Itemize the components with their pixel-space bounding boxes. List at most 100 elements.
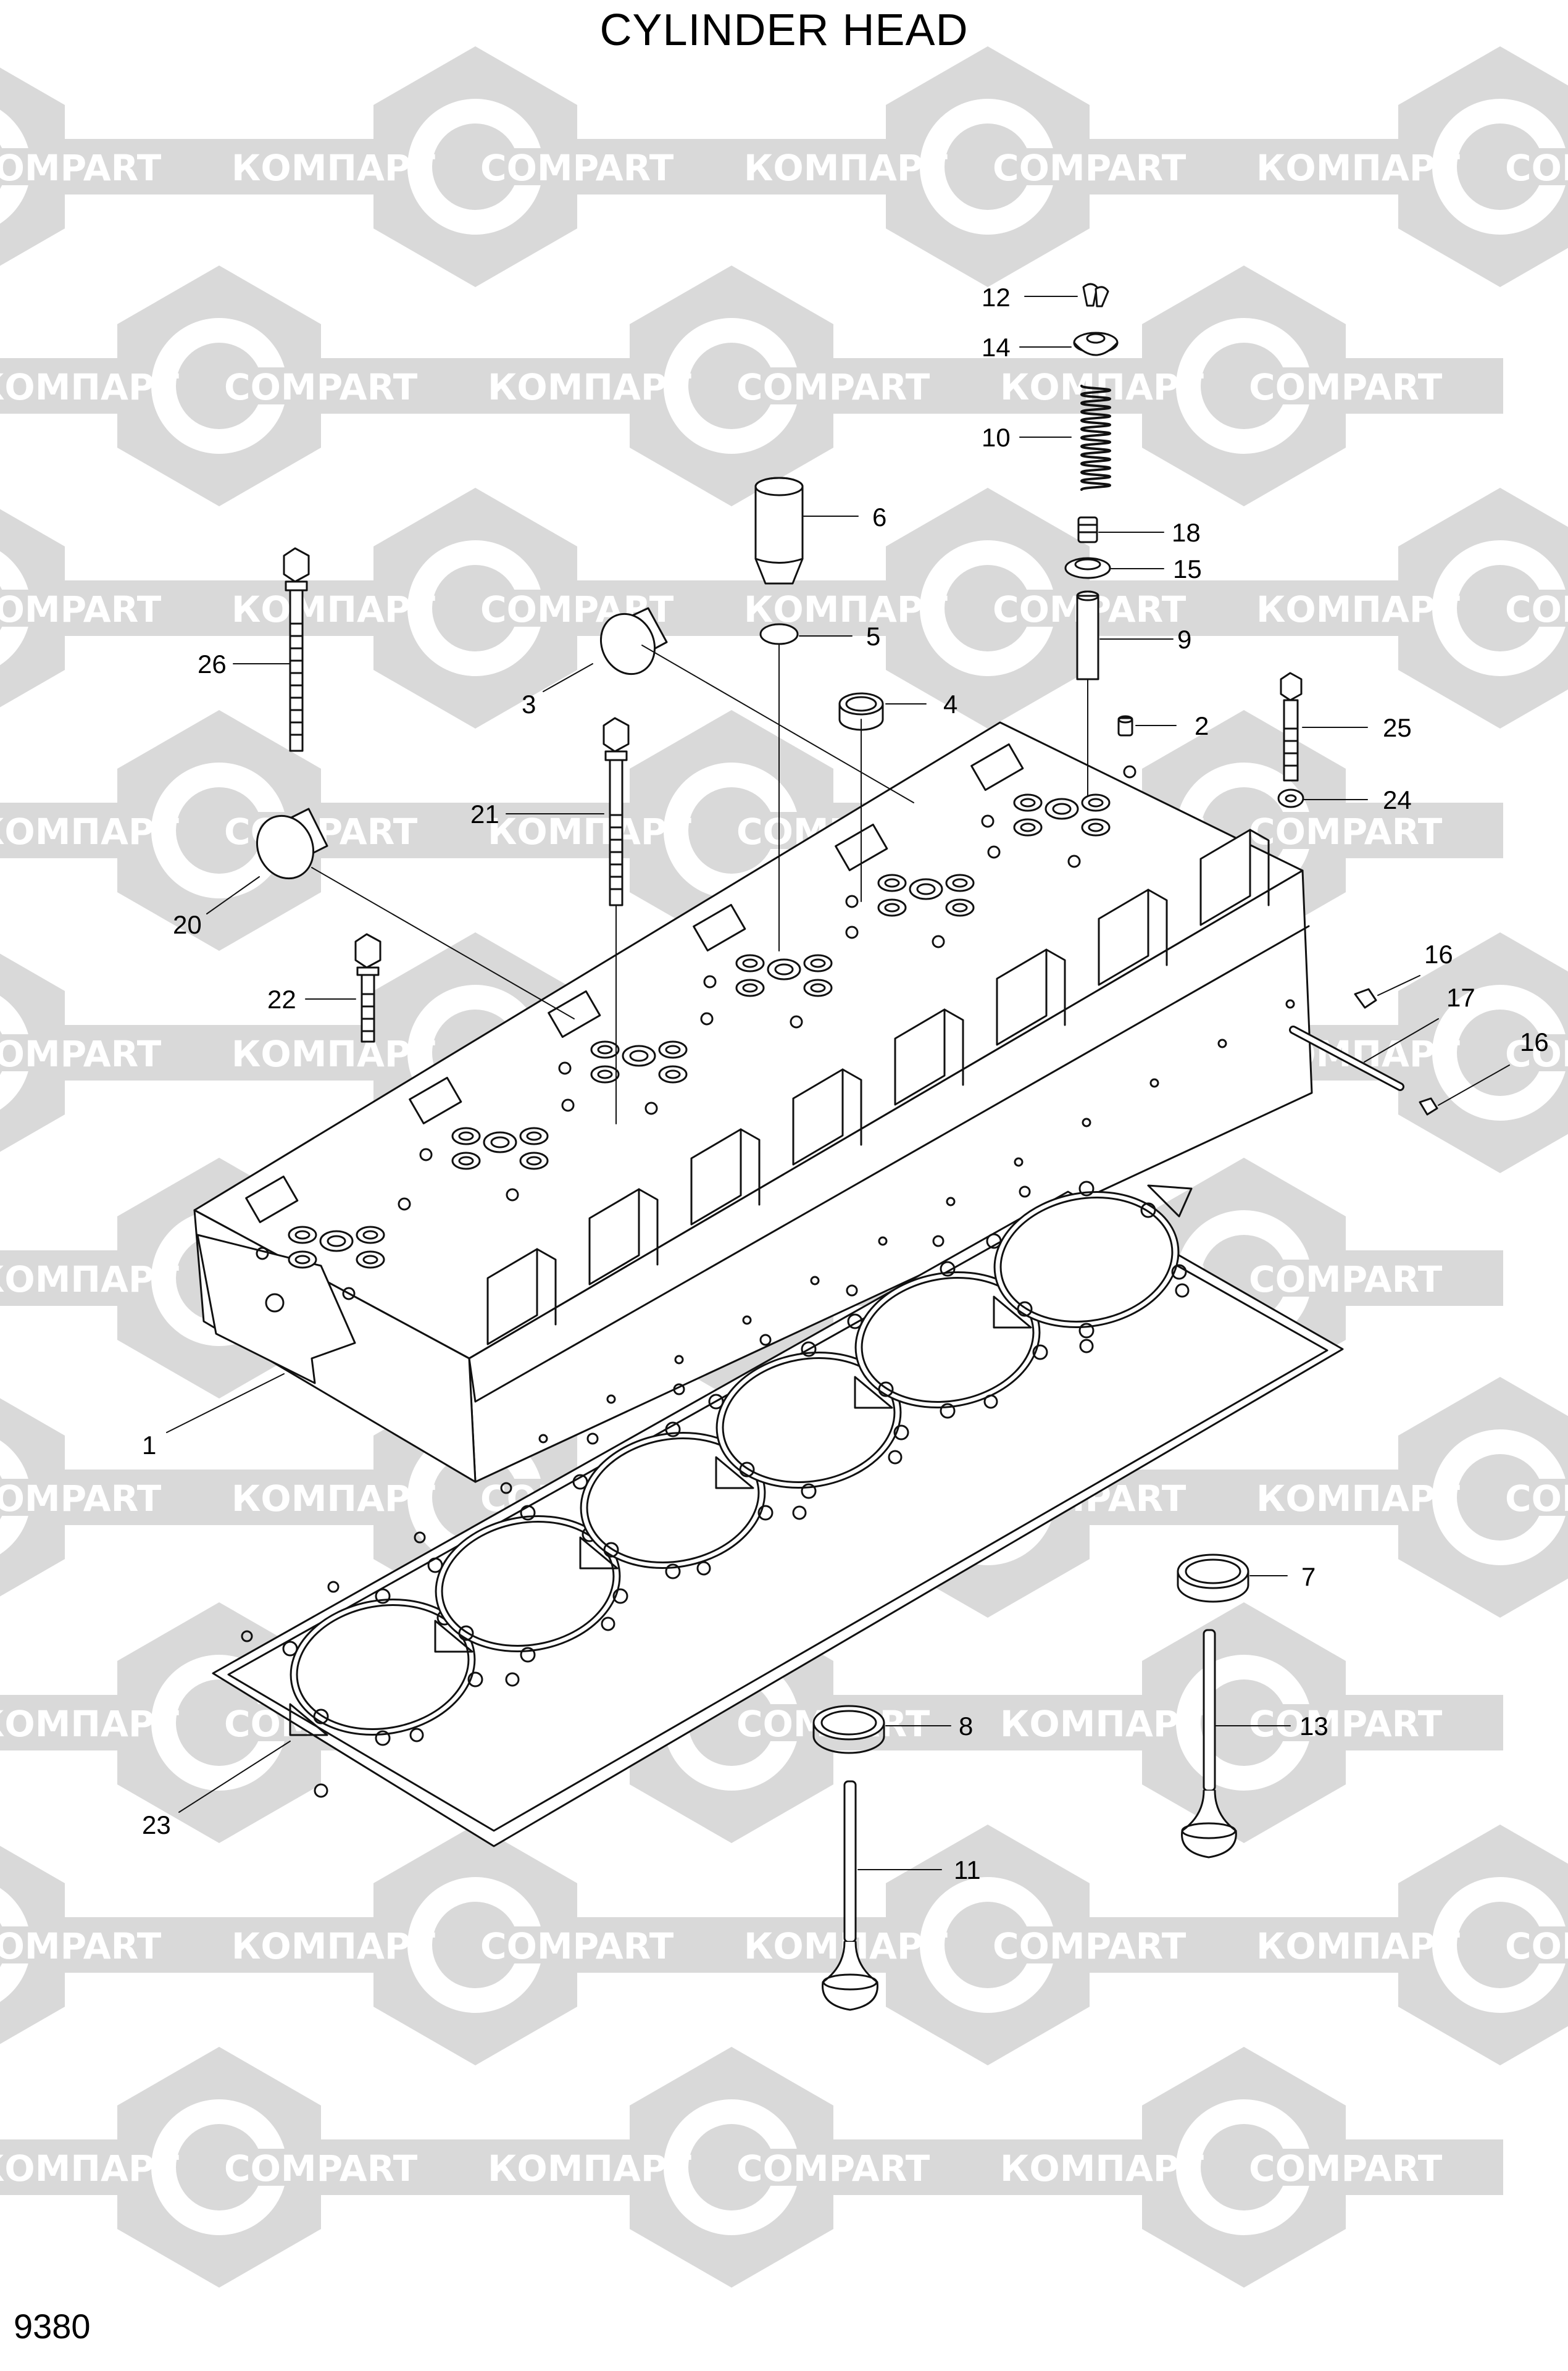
callout-3: 3	[522, 690, 536, 719]
watermark-text-en: COMPART	[736, 2147, 930, 2189]
callout-4: 4	[943, 690, 957, 719]
watermark-text-ru: КОМПАРТ	[1256, 588, 1460, 630]
watermark-text-ru: КОМПАРТ	[744, 147, 948, 189]
seat-insert-8	[812, 1705, 885, 1754]
watermark-text-ru: КОМПАРТ	[1000, 1703, 1204, 1745]
watermark-text-ru: КОМПАРТ	[0, 811, 179, 853]
callout-14: 14	[982, 333, 1011, 362]
bolt-25	[1280, 672, 1303, 782]
valve-13	[1181, 1629, 1237, 1859]
sleeve-6	[754, 477, 804, 585]
spring-10	[1080, 385, 1111, 491]
watermark-tile: КОМПАРТ COMPART	[0, 266, 478, 506]
dowel-2	[1117, 715, 1133, 737]
watermark-text-en: COMPART	[1505, 1925, 1568, 1967]
watermark-text-en: COMPART	[0, 1925, 162, 1967]
watermark-text-ru: КОМПАРТ	[231, 1033, 435, 1075]
callout-12: 12	[982, 283, 1011, 312]
watermark-text-en: COMPART	[0, 147, 162, 189]
watermark-text-ru: КОМПАРТ	[231, 1478, 435, 1520]
watermark-text-en: COMPART	[480, 147, 674, 189]
seat-insert-7	[1177, 1553, 1249, 1603]
callout-8: 8	[959, 1712, 973, 1741]
leader-lines	[166, 296, 1510, 1870]
watermark-tile: КОМПАРТ COMPART	[0, 2047, 478, 2288]
page-number: 9380	[14, 2307, 91, 2346]
valve-11	[822, 1780, 878, 2011]
watermark-text-ru: КОМПАРТ	[488, 811, 691, 853]
watermark-text-en: COMPART	[0, 1478, 162, 1520]
watermark-text-ru: КОМПАРТ	[488, 366, 691, 408]
callout-16a: 16	[1424, 940, 1453, 969]
watermark-text-ru: КОМПАРТ	[0, 1703, 179, 1745]
watermark-tile: КОМПАРТ COMPART	[728, 46, 1247, 287]
callout-10: 10	[982, 423, 1011, 452]
bolt-26	[283, 547, 310, 752]
watermark-text-ru: КОМПАРТ	[231, 1925, 435, 1967]
plug-3	[599, 607, 668, 675]
callout-1: 1	[142, 1431, 156, 1460]
spring-seat-15	[1064, 557, 1111, 579]
watermark-tile: КОМПАРТ COMPART	[1241, 1377, 1568, 1618]
callout-23: 23	[142, 1810, 171, 1839]
collets-12	[1082, 283, 1109, 307]
callout-22: 22	[267, 985, 296, 1014]
watermark-text-en: COMPART	[736, 366, 930, 408]
watermark-text-en: COMPART	[993, 1925, 1186, 1967]
watermark-tile: КОМПАРТ COMPART	[985, 2047, 1503, 2288]
watermark-text-ru: КОМПАРТ	[1000, 2147, 1204, 2189]
callout-2: 2	[1195, 711, 1209, 740]
watermark-text-ru: КОМПАРТ	[0, 2147, 179, 2189]
callout-7: 7	[1301, 1562, 1316, 1591]
callout-24: 24	[1383, 785, 1412, 814]
watermark-text-en: COMPART	[0, 588, 162, 630]
watermark-text-en: COMPART	[1249, 2147, 1443, 2189]
head-gasket	[212, 1181, 1344, 1847]
callout-21: 21	[470, 800, 499, 829]
watermark-text-ru: КОМПАРТ	[1256, 1925, 1460, 1967]
watermark-tile: КОМПАРТ COMPART	[472, 2047, 991, 2288]
callout-13: 13	[1299, 1712, 1328, 1741]
watermark-text-ru: КОМПАРТ	[0, 366, 179, 408]
watermark-text-en: COMPART	[1505, 1033, 1568, 1075]
watermark-text-en: COMPART	[224, 366, 418, 408]
page-title: CYLINDER HEAD	[599, 6, 969, 55]
plug-20	[256, 808, 328, 880]
watermark-text-ru: КОМПАРТ	[0, 1258, 179, 1300]
valve-guide-9	[1076, 590, 1099, 680]
watermark-text-en: COMPART	[0, 1033, 162, 1075]
watermark-tile: КОМПАРТ COMPART	[216, 1825, 735, 2065]
watermark-text-en: COMPART	[1249, 1703, 1443, 1745]
watermark-text-en: COMPART	[993, 147, 1186, 189]
plug-16b	[1419, 1097, 1438, 1116]
plug-16a	[1354, 988, 1377, 1009]
callout-18: 18	[1172, 518, 1201, 547]
callout-26: 26	[198, 650, 227, 679]
watermark-text-ru: КОМПАРТ	[1256, 1478, 1460, 1520]
callout-6: 6	[872, 503, 886, 532]
watermark-text-ru: КОМПАРТ	[488, 2147, 691, 2189]
watermark-text-en: COMPART	[1249, 1258, 1443, 1300]
bolt-21	[603, 717, 630, 906]
callout-9: 9	[1177, 625, 1191, 654]
watermark-text-en: COMPART	[224, 2147, 418, 2189]
callout-15: 15	[1173, 554, 1202, 583]
watermark-text-en: COMPART	[1249, 366, 1443, 408]
bolt-22	[354, 933, 382, 1043]
retainer-14	[1073, 332, 1119, 356]
watermark-text-en: COMPART	[1249, 811, 1443, 853]
oring-5	[759, 623, 799, 645]
watermark-text-ru: КОМПАРТ	[231, 588, 435, 630]
rod-17	[1289, 1026, 1404, 1091]
watermark-text-en: COMPART	[480, 1925, 674, 1967]
watermark-text-en: COMPART	[1505, 1478, 1568, 1520]
